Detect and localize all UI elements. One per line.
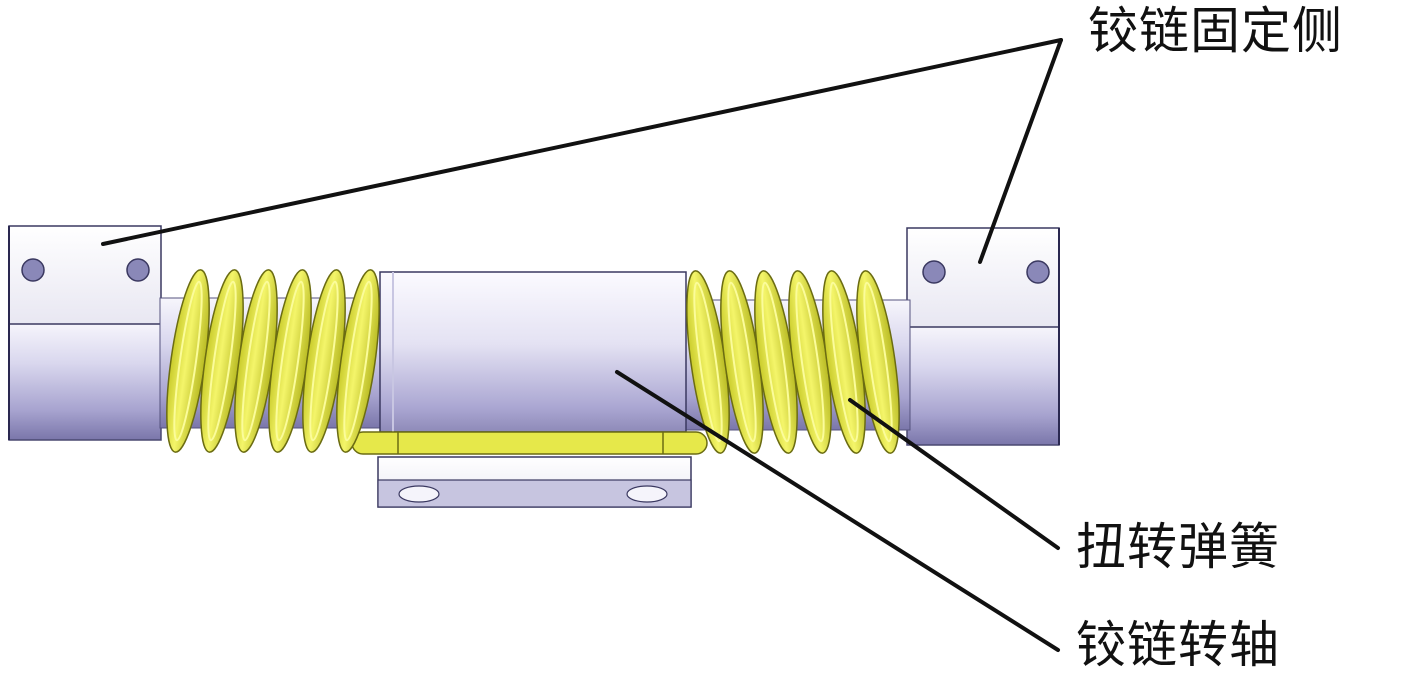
right-spring-coil [856, 270, 900, 454]
bottom-bracket [377, 456, 692, 508]
right-spring-coil-highlight [727, 281, 757, 443]
label-hinge-fixed-side: 铰链固定侧 [1088, 2, 1343, 60]
right-spring-coil-highlight [761, 281, 791, 443]
spring-leg-bar [351, 431, 708, 455]
left-hinge-block [8, 225, 162, 441]
left-torsion-spring [166, 269, 380, 453]
left-spring-coil-highlight [173, 280, 203, 442]
leader-fixed-right [978, 38, 1063, 264]
leader-shaft [615, 370, 1060, 652]
leader-spring [848, 398, 1060, 550]
left-spring-coil-highlight [207, 280, 237, 442]
left-spring-coil-highlight [343, 280, 373, 442]
right-torsion-spring [686, 270, 900, 454]
right-hinge-block [906, 227, 1060, 446]
right-spring-coil-highlight [829, 281, 859, 443]
right-spring-coil-highlight [795, 281, 825, 443]
left-spring-coil [336, 269, 380, 453]
right-spring-coil-highlight [693, 281, 723, 443]
leader-fixed-left [101, 38, 1063, 246]
right-spring-coil-highlight [863, 281, 893, 443]
center-shaft [379, 271, 687, 433]
left-spring-coil-highlight [275, 280, 305, 442]
left-spring-coil-highlight [241, 280, 271, 442]
left-spring-coil-highlight [309, 280, 339, 442]
label-torsion-spring: 扭转弹簧 [1076, 518, 1280, 576]
leader-lines [101, 38, 1063, 652]
label-hinge-shaft: 铰链转轴 [1076, 616, 1280, 674]
